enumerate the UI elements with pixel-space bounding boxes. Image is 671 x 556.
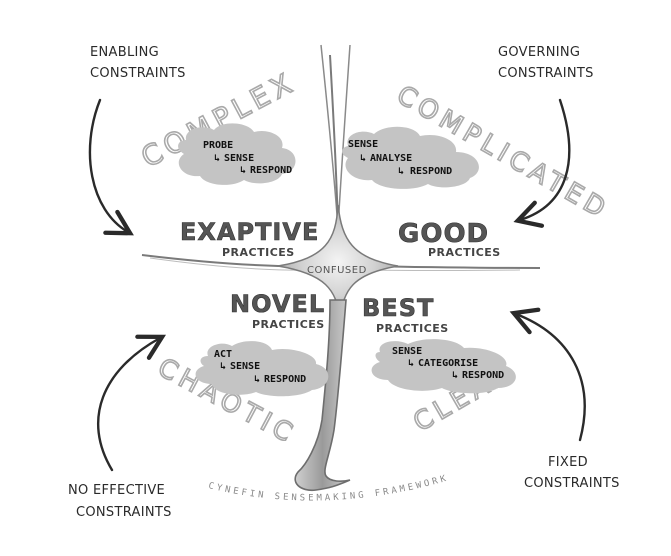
constraint-bottom-right-line1: FIXED (548, 455, 588, 470)
practice-sub-complex: PRACTICES (222, 246, 295, 259)
constraint-bottom-right-line2: CONSTRAINTS (524, 476, 620, 491)
constraint-bottom-left-line1: NO EFFECTIVE (68, 483, 165, 498)
domain-divider (141, 44, 541, 492)
step-arrow: ↳ (452, 370, 458, 381)
practice-title-clear: BEST (362, 294, 434, 322)
practice-title-complex: EXAPTIVE (180, 218, 319, 246)
practice-sub-chaotic: PRACTICES (252, 318, 325, 331)
approach-step-3: RESPOND (410, 166, 452, 177)
constraint-bottom-left-line2: CONSTRAINTS (76, 505, 172, 520)
domain-label-confused: CONFUSED (307, 265, 367, 276)
approach-step-2: ANALYSE (370, 153, 412, 164)
practice-title-complicated: GOOD (398, 219, 489, 249)
step-arrow: ↳ (240, 165, 246, 176)
step-arrow: ↳ (408, 358, 414, 369)
step-arrow: ↳ (214, 153, 220, 164)
practice-title-chaotic: NOVEL (230, 290, 325, 318)
approach-step-1: SENSE (348, 139, 378, 150)
approach-cloud-complicated: SENSE ↳ ANALYSE ↳ RESPOND (342, 126, 479, 189)
practice-sub-complicated: PRACTICES (428, 246, 501, 259)
step-arrow: ↳ (360, 153, 366, 164)
approach-cloud-clear: SENSE ↳ CATEGORISE ↳ RESPOND (371, 339, 516, 394)
approach-step-2: SENSE (230, 361, 260, 372)
approach-step-3: RESPOND (264, 374, 306, 385)
approach-step-2: SENSE (224, 153, 254, 164)
constraint-top-left-line2: CONSTRAINTS (90, 66, 186, 81)
step-arrow: ↳ (220, 361, 226, 372)
arrow-enabling (88, 98, 134, 236)
approach-step-1: PROBE (203, 140, 233, 151)
approach-step-1: SENSE (392, 346, 422, 357)
constraint-top-right-line2: CONSTRAINTS (498, 66, 594, 81)
approach-step-2: CATEGORISE (418, 358, 478, 369)
constraint-top-right-line1: GOVERNING (498, 45, 580, 60)
approach-cloud-complex: PROBE ↳ SENSE ↳ RESPOND (178, 123, 296, 185)
constraint-top-left-line1: ENABLING (90, 45, 159, 60)
approach-step-3: RESPOND (462, 370, 504, 381)
approach-cloud-chaotic: ACT ↳ SENSE ↳ RESPOND (195, 341, 329, 397)
arrow-fixed (509, 307, 586, 442)
arrow-no-effective (97, 334, 166, 472)
approach-step-1: ACT (214, 349, 232, 360)
arrow-governing (513, 98, 571, 228)
step-arrow: ↳ (398, 166, 404, 177)
approach-step-3: RESPOND (250, 165, 292, 176)
step-arrow: ↳ (254, 374, 260, 385)
practice-sub-clear: PRACTICES (376, 322, 449, 335)
